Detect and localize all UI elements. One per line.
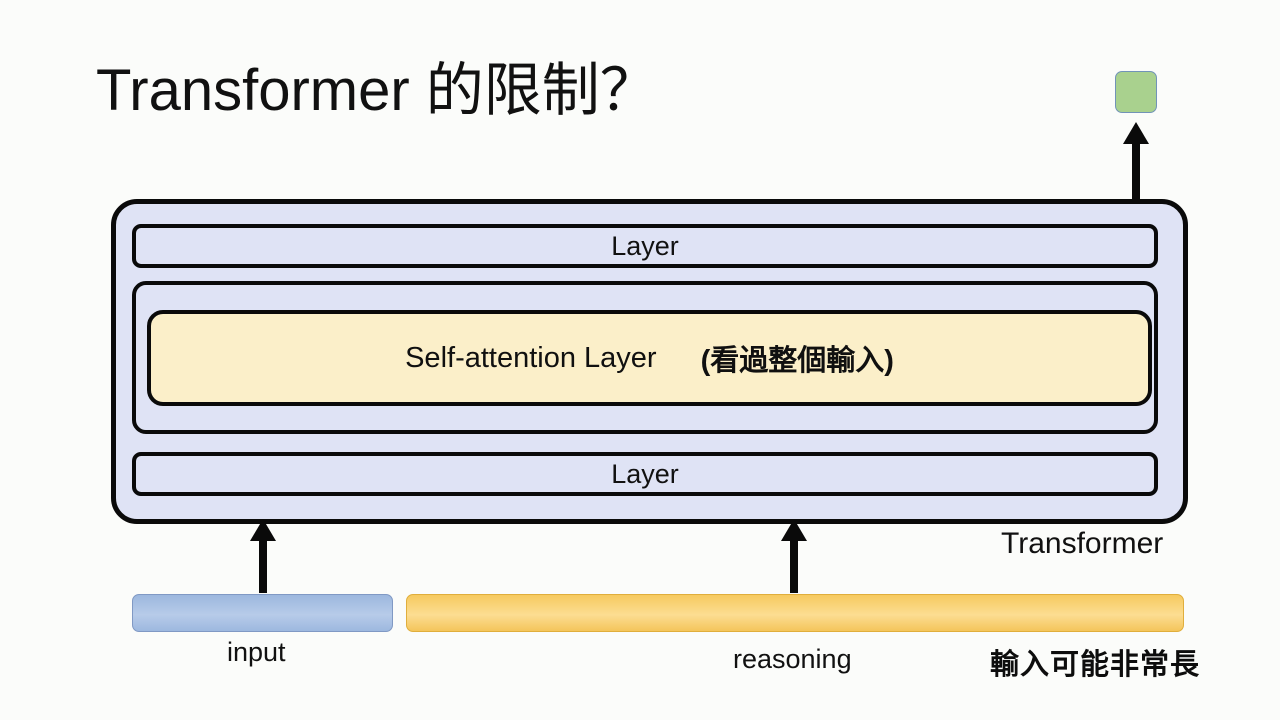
arrow-head (1123, 122, 1149, 144)
page-title: Transformer 的限制？ (96, 58, 658, 123)
output-token-box (1115, 71, 1157, 113)
arrow-shaft (259, 537, 267, 593)
reasoning-arrow-icon (781, 519, 807, 593)
transformer-caption: Transformer (1001, 527, 1164, 560)
input-bar-label: input (227, 637, 286, 667)
arrow-shaft (790, 537, 798, 593)
reasoning-sequence-bar (406, 594, 1184, 632)
self-attention-label-en: Self-attention Layer (405, 341, 657, 374)
long-input-annotation: 輸入可能非常長 (990, 649, 1201, 681)
arrow-head (250, 519, 276, 541)
layer-box-bottom: Layer (132, 452, 1158, 496)
input-sequence-bar (132, 594, 393, 632)
input-arrow-icon (250, 519, 276, 593)
self-attention-label-zh: (看過整個輸入) (700, 345, 894, 377)
arrow-shaft (1132, 140, 1140, 200)
arrow-head (781, 519, 807, 541)
layer-box-top: Layer (132, 224, 1158, 268)
reasoning-bar-label: reasoning (733, 644, 852, 674)
output-arrow-icon (1123, 122, 1149, 200)
self-attention-layer-box: Self-attention Layer (看過整個輸入) (147, 310, 1152, 406)
